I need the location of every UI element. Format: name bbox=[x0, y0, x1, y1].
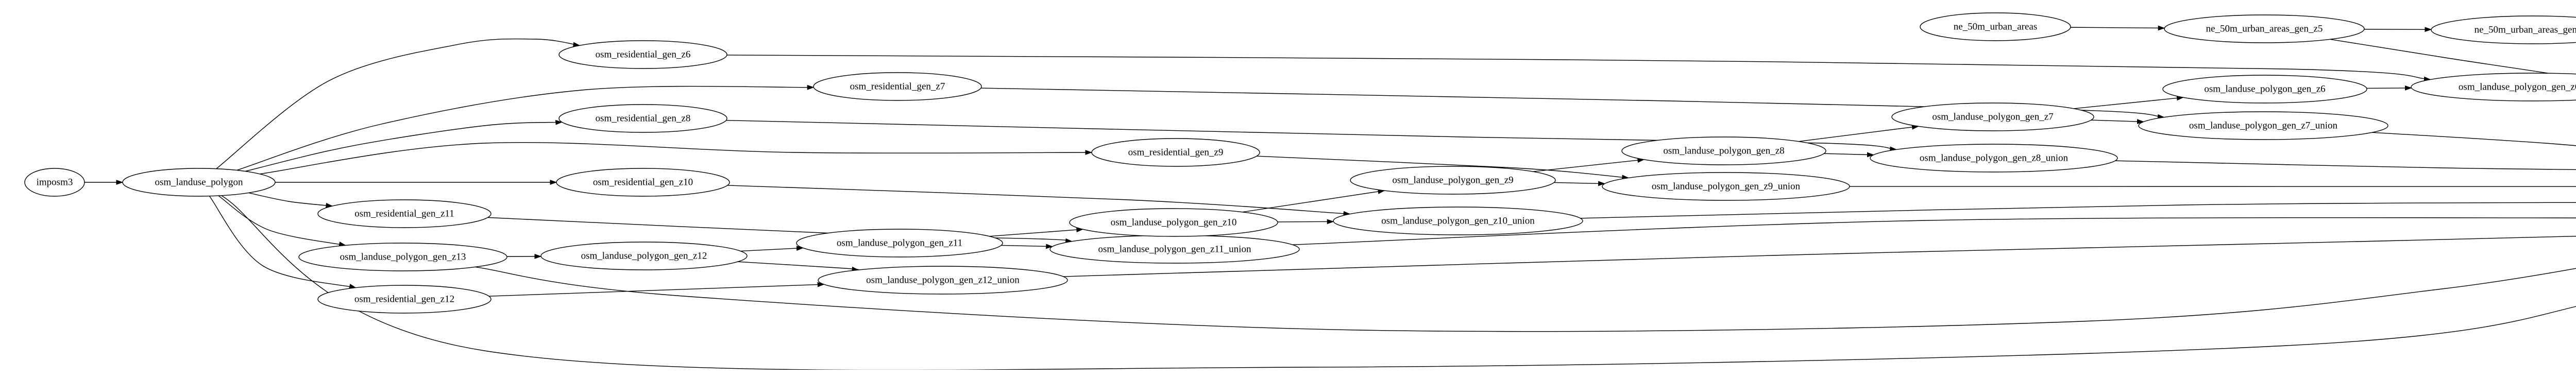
table-node-ne_50m_urban_areas_gen_z4: ne_50m_urban_areas_gen_z4 bbox=[2431, 16, 2576, 44]
table-node-osm_landuse_polygon_gen_z11: osm_landuse_polygon_gen_z11 bbox=[796, 229, 1003, 257]
table-node-osm_landuse_polygon_gen_z12_union: osm_landuse_polygon_gen_z12_union bbox=[818, 266, 1067, 294]
node-label: osm_residential_gen_z6 bbox=[596, 49, 691, 60]
edge-osm_landuse_polygon_gen_z12-to-osm_landuse_polygon_gen_z12_union bbox=[738, 262, 858, 270]
edge-ne_50m_urban_areas-to-ne_50m_urban_areas_gen_z5 bbox=[2071, 27, 2164, 28]
table-node-osm_landuse_polygon_gen_z10_union: osm_landuse_polygon_gen_z10_union bbox=[1333, 207, 1583, 235]
table-node-osm_residential_gen_z6: osm_residential_gen_z6 bbox=[559, 41, 727, 68]
table-node-osm_landuse_polygon_gen_z8: osm_landuse_polygon_gen_z8 bbox=[1622, 137, 1826, 165]
node-label: osm_landuse_polygon_gen_z10 bbox=[1111, 217, 1237, 228]
edge-osm_landuse_polygon_gen_z9-to-osm_landuse_polygon_gen_z9_union bbox=[1554, 182, 1604, 183]
node-label: osm_landuse_polygon_gen_z7 bbox=[1932, 112, 2053, 123]
table-node-osm_landuse_polygon_gen_z12: osm_landuse_polygon_gen_z12 bbox=[541, 242, 747, 270]
edge-osm_landuse_polygon_gen_z7_union-to-layer_landuse-z7 bbox=[2372, 132, 2576, 155]
node-label: osm_landuse_polygon_gen_z9_union bbox=[1652, 181, 1801, 192]
table-node-osm_landuse_polygon_gen_z13: osm_landuse_polygon_gen_z13 bbox=[299, 243, 507, 271]
edge-osm_landuse_polygon_gen_z13-to-layer_landuse-z13 bbox=[476, 249, 2576, 331]
node-label: osm_residential_gen_z7 bbox=[850, 81, 945, 92]
edge-osm_landuse_polygon_gen_z7-to-osm_landuse_polygon_gen_z6 bbox=[2074, 97, 2183, 109]
node-label: osm_landuse_polygon_gen_z12 bbox=[581, 251, 707, 262]
table-node-ne_50m_urban_areas_gen_z5: ne_50m_urban_areas_gen_z5 bbox=[2164, 15, 2364, 43]
node-label: ne_50m_urban_areas_gen_z5 bbox=[2206, 24, 2323, 35]
table-node-osm_residential_gen_z7: osm_residential_gen_z7 bbox=[814, 73, 981, 100]
edge-osm_landuse_polygon-to-osm_residential_gen_z8 bbox=[245, 122, 562, 171]
node-label: osm_residential_gen_z10 bbox=[593, 177, 693, 188]
table-node-osm_landuse_polygon_gen_z9: osm_landuse_polygon_gen_z9 bbox=[1350, 166, 1555, 194]
table-node-osm_landuse_polygon_gen_z7_union: osm_landuse_polygon_gen_z7_union bbox=[2139, 112, 2388, 140]
table-node-osm_residential_gen_z12: osm_residential_gen_z12 bbox=[318, 285, 491, 313]
node-label: osm_landuse_polygon_gen_z13 bbox=[340, 252, 466, 263]
edge-osm_landuse_polygon_gen_z7-to-osm_landuse_polygon_gen_z7_union bbox=[2091, 120, 2144, 122]
node-label: osm_residential_gen_z8 bbox=[596, 113, 691, 124]
edge-osm_landuse_polygon_gen_z10_union-to-layer_landuse-z10 bbox=[1580, 202, 2576, 218]
node-label: osm_landuse_polygon_gen_z9 bbox=[1392, 175, 1513, 186]
node-label: osm_landuse_polygon_gen_z7_union bbox=[2189, 121, 2338, 131]
edge-osm_landuse_polygon_gen_z10-to-osm_landuse_polygon_gen_z9 bbox=[1243, 191, 1384, 212]
node-label: osm_landuse_polygon_gen_z10_union bbox=[1381, 216, 1535, 227]
edge-osm_residential_gen_z6-to-osm_landuse_polygon_gen_z6_union bbox=[727, 55, 2431, 79]
node-label: osm_landuse_polygon_gen_z8_union bbox=[1920, 153, 2069, 164]
table-node-osm_residential_gen_z10: osm_residential_gen_z10 bbox=[556, 168, 730, 196]
node-label: osm_residential_gen_z9 bbox=[1128, 147, 1224, 158]
edge-osm_residential_gen_z12-to-osm_landuse_polygon_gen_z12_union bbox=[489, 284, 824, 296]
edge-osm_landuse_polygon-to-osm_residential_gen_z6 bbox=[216, 39, 580, 168]
node-label: osm_landuse_polygon_gen_z11_union bbox=[1098, 244, 1251, 255]
table-node-osm_landuse_polygon_gen_z9_union: osm_landuse_polygon_gen_z9_union bbox=[1602, 173, 1850, 200]
node-label: osm_landuse_polygon_gen_z8 bbox=[1663, 146, 1784, 157]
table-node-ne_50m_urban_areas: ne_50m_urban_areas bbox=[1920, 13, 2071, 41]
node-label: osm_residential_gen_z12 bbox=[354, 294, 454, 305]
edge-osm_landuse_polygon_gen_z11-to-osm_landuse_polygon_gen_z10 bbox=[990, 229, 1083, 236]
table-node-osm_landuse_polygon_gen_z11_union: osm_landuse_polygon_gen_z11_union bbox=[1050, 235, 1299, 263]
node-label: osm_landuse_polygon_gen_z6_union bbox=[2459, 82, 2576, 93]
edge-osm_landuse_polygon-to-osm_landuse_polygon_gen_z13 bbox=[218, 196, 346, 245]
edge-osm_landuse_polygon_gen_z12_union-to-layer_landuse-z12 bbox=[1063, 234, 2576, 277]
edge-osm_landuse_polygon-to-osm_residential_gen_z7 bbox=[236, 87, 814, 170]
node-label: ne_50m_urban_areas bbox=[1954, 22, 2038, 32]
table-node-imposm3: imposm3 bbox=[25, 168, 84, 196]
edge-osm_landuse_polygon_gen_z8-to-osm_landuse_polygon_gen_z7 bbox=[1799, 126, 1918, 141]
edge-osm_landuse_polygon_gen_z10-to-osm_landuse_polygon_gen_z10_union bbox=[1278, 221, 1333, 222]
node-label: imposm3 bbox=[37, 177, 73, 188]
etl-dependency-diagram: imposm3 osm_landuse_polygon osm_residentia… bbox=[21, 8, 2576, 370]
table-node-osm_landuse_polygon_gen_z7: osm_landuse_polygon_gen_z7 bbox=[1892, 103, 2094, 131]
table-node-osm_residential_gen_z11: osm_residential_gen_z11 bbox=[318, 200, 491, 228]
node-label: ne_50m_urban_areas_gen_z4 bbox=[2475, 25, 2576, 36]
edge-osm_landuse_polygon_gen_z11-to-osm_landuse_polygon_gen_z11_union bbox=[1001, 245, 1052, 246]
node-label: osm_landuse_polygon bbox=[155, 177, 243, 188]
edge-osm_landuse_polygon_gen_z8_union-to-layer_landuse-z8 bbox=[2115, 161, 2576, 171]
node-label: osm_landuse_polygon_gen_z6 bbox=[2204, 84, 2325, 95]
node-label: osm_landuse_polygon_gen_z12_union bbox=[866, 275, 1020, 286]
edge-osm_landuse_polygon-to-osm_residential_gen_z11 bbox=[248, 193, 332, 206]
table-node-osm_landuse_polygon_gen_z6_union: osm_landuse_polygon_gen_z6_union bbox=[2411, 73, 2576, 101]
edge-osm_landuse_polygon_gen_z12-to-osm_landuse_polygon_gen_z11 bbox=[740, 248, 803, 251]
node-label: osm_landuse_polygon_gen_z11 bbox=[837, 238, 962, 249]
table-node-osm_residential_gen_z9: osm_residential_gen_z9 bbox=[1092, 139, 1260, 166]
table-node-osm_landuse_polygon_gen_z6: osm_landuse_polygon_gen_z6 bbox=[2163, 75, 2367, 103]
table-node-osm_landuse_polygon_gen_z10: osm_landuse_polygon_gen_z10 bbox=[1070, 209, 1278, 236]
node-label: osm_residential_gen_z11 bbox=[354, 209, 454, 219]
edge-osm_landuse_polygon_gen_z8-to-osm_landuse_polygon_gen_z8_union bbox=[1824, 153, 1873, 155]
table-node-osm_residential_gen_z8: osm_residential_gen_z8 bbox=[559, 105, 727, 132]
table-node-osm_landuse_polygon_gen_z8_union: osm_landuse_polygon_gen_z8_union bbox=[1870, 144, 2117, 172]
edge-osm_landuse_polygon_gen_z6-to-osm_landuse_polygon_gen_z6_union bbox=[2367, 88, 2412, 89]
diagram-canvas: imposm3 osm_landuse_polygon osm_residentia… bbox=[21, 8, 2576, 370]
edge-osm_landuse_polygon_gen_z9-to-osm_landuse_polygon_gen_z8 bbox=[1533, 160, 1643, 171]
table-node-osm_landuse_polygon: osm_landuse_polygon bbox=[123, 168, 275, 196]
